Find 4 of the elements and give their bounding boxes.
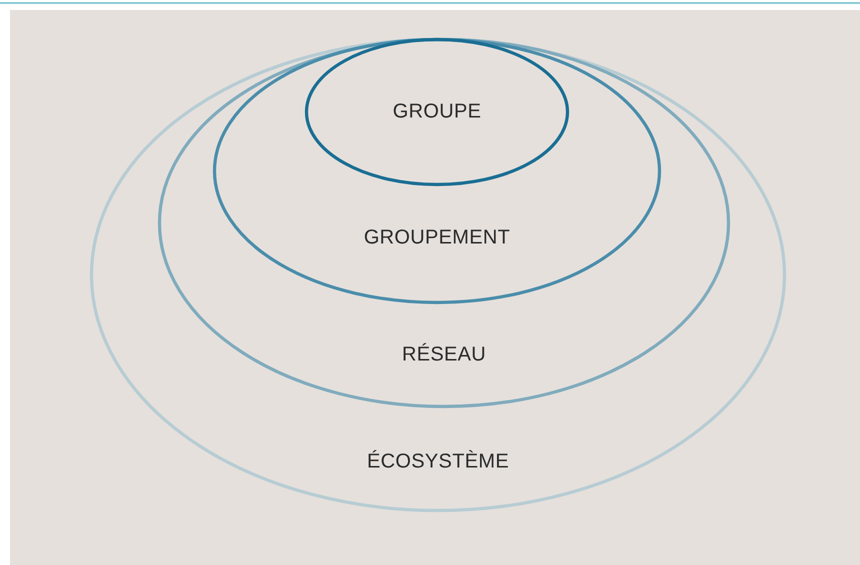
ring-label: RÉSEAU [402,344,486,366]
ring-label: GROUPE [392,100,482,124]
ring-label: ÉCOSYSTÈME [367,450,509,474]
ring-label: GROUPEMENT [364,226,510,250]
